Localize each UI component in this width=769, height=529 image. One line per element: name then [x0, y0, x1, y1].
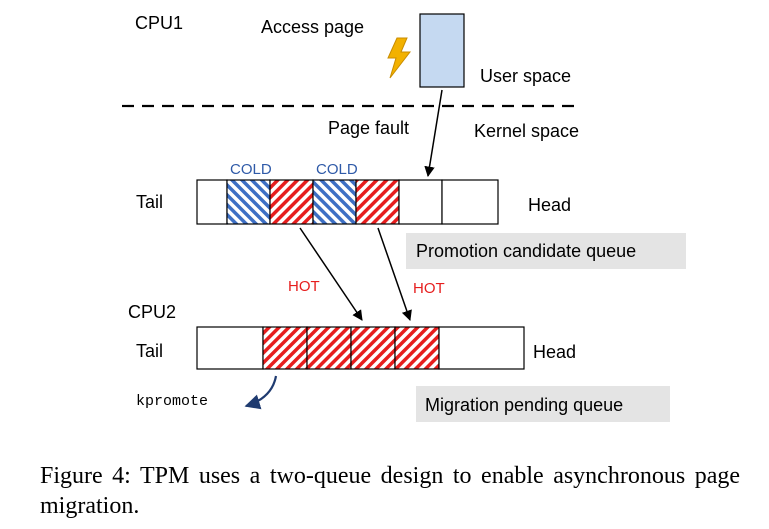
queue-slot-empty — [398, 179, 443, 225]
queue-slot-hot — [262, 326, 308, 370]
figure-caption: Figure 4: TPM uses a two-queue design to… — [40, 463, 740, 519]
queue-slot-empty — [441, 179, 499, 225]
promotion-queue-label-box — [406, 233, 686, 269]
migration-pending-queue — [196, 326, 525, 370]
hot-label: HOT — [288, 278, 320, 295]
queue-slot-hot — [355, 179, 400, 225]
migration-queue-label: Migration pending queue — [425, 395, 623, 415]
queue-slot-hot — [306, 326, 352, 370]
page-fault-arrow — [424, 89, 443, 178]
queue-slot-hot — [350, 326, 396, 370]
queue-slot-hot — [394, 326, 440, 370]
kpromote-arrow — [244, 375, 278, 410]
page-fault-label: Page fault — [328, 118, 409, 138]
lightning-icon — [387, 37, 412, 79]
cpu2-label: CPU2 — [128, 302, 176, 322]
queue-slot-cold — [312, 179, 357, 225]
promotion-head-label: Head — [528, 195, 571, 215]
migration-head-label: Head — [533, 342, 576, 362]
access-page-label: Access page — [261, 17, 364, 37]
queue-slot-empty — [196, 326, 264, 370]
promotion-tail-label: Tail — [136, 192, 163, 212]
cold-label: COLD — [316, 161, 358, 178]
diagram-canvas: CPU1 Access page User space Page fault K… — [122, 13, 686, 422]
promotion-candidate-queue — [196, 179, 499, 225]
queue-slot-empty — [438, 326, 525, 370]
cpu1-label: CPU1 — [135, 13, 183, 33]
promotion-queue-label: Promotion candidate queue — [416, 241, 636, 261]
migration-queue-label-box — [416, 386, 670, 422]
kernel-space-label: Kernel space — [474, 121, 579, 141]
migration-tail-label: Tail — [136, 341, 163, 361]
queue-slot-hot — [269, 179, 314, 225]
cold-label: COLD — [230, 161, 272, 178]
hot-label: HOT — [413, 280, 445, 297]
queue-slot-empty — [196, 179, 228, 225]
user-space-label: User space — [480, 66, 571, 86]
migrate-arrow-1 — [299, 227, 363, 321]
user-page — [419, 13, 465, 88]
queue-slot-cold — [226, 179, 271, 225]
migrate-arrow-2 — [377, 227, 412, 321]
kpromote-label: kpromote — [136, 393, 208, 410]
